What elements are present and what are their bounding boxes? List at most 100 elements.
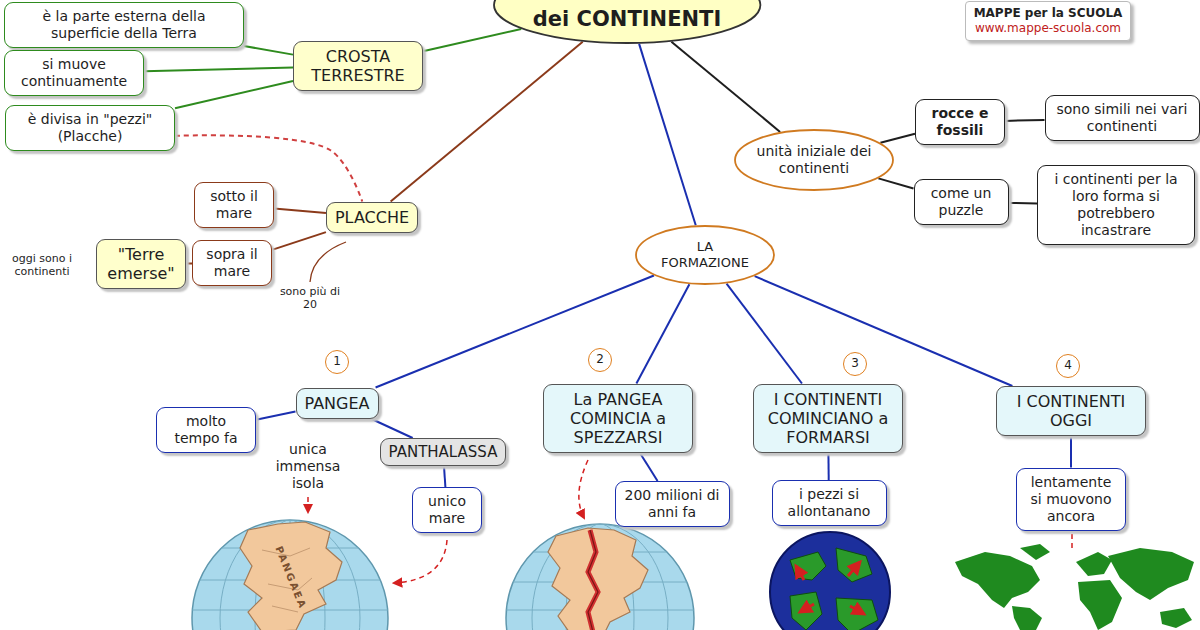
connector: [376, 276, 654, 388]
pangea-land: [240, 522, 342, 630]
concept-box: lentamente si muovono ancora: [1016, 468, 1126, 531]
ellipse-shape: [735, 130, 893, 190]
pointer-arrow: [307, 497, 309, 512]
land: [790, 592, 822, 630]
connector: [636, 284, 689, 383]
node-text: PANGEA: [305, 394, 370, 413]
rift-line: [588, 530, 598, 630]
rift-core: [588, 530, 598, 630]
concept-box: La PANGEA COMINCIA a SPEZZARSI: [543, 384, 693, 453]
node-text: i pezzi si allontanano: [781, 486, 878, 520]
node-text: sotto il mare: [203, 188, 265, 222]
concept-box: i pezzi si allontanano: [772, 480, 887, 526]
concept-box: "Terre emerse": [96, 239, 186, 289]
globe-continents: [770, 532, 890, 630]
concept-box: rocce e fossili: [915, 99, 1005, 145]
callout-number: 2: [588, 348, 612, 372]
concept-ellipse: LA FORMAZIONE: [635, 225, 775, 285]
ellipse-shape: [636, 226, 774, 284]
globe-grid: [490, 524, 710, 630]
node-text: I CONTINENTI COMINCIANO a FORMARSI: [762, 390, 894, 447]
connector: [639, 44, 696, 225]
node-text: si muove continuamente: [13, 56, 135, 90]
connector: [1009, 202, 1038, 205]
connector: [423, 29, 521, 51]
concept-box: è la parte esterna della superficie dell…: [4, 2, 244, 48]
concept-box: sotto il mare: [194, 182, 274, 228]
concept-box: sono simili nei vari continenti: [1045, 95, 1200, 141]
land: [1108, 548, 1194, 600]
node-text: LA FORMAZIONE: [653, 239, 757, 271]
motion-arrows: [796, 562, 864, 614]
concept-box: PLACCHE: [326, 202, 418, 233]
land: [1012, 606, 1042, 630]
globe-ocean: [506, 524, 694, 630]
concept-box: 200 milioni di anni fa: [615, 481, 730, 527]
connector: [640, 453, 658, 482]
pangea-land: [548, 528, 648, 630]
node-text: rocce e fossili: [924, 105, 996, 139]
connector: [274, 208, 326, 213]
concept-box: è divisa in "pezzi" (Placche): [5, 105, 175, 151]
land: [1020, 544, 1050, 560]
connector: [880, 134, 915, 143]
connector: [244, 46, 293, 55]
globe-grid: [180, 515, 400, 630]
node-text: PANTHALASSA: [389, 443, 498, 461]
connector: [256, 412, 296, 420]
node-text: molto tempo fa: [165, 413, 247, 447]
callout-number: 1: [325, 350, 349, 374]
concept-box: I CONTINENTI OGGI: [996, 386, 1146, 436]
pointer-line: [1071, 534, 1073, 548]
concept-box: i continenti per la loro forma si potreb…: [1037, 165, 1195, 245]
world-map: [955, 544, 1194, 630]
land: [1076, 552, 1112, 576]
globe-breaking: [490, 524, 710, 630]
concept-box: unico mare: [412, 487, 482, 533]
node-text: 200 milioni di anni fa: [624, 487, 721, 521]
node-text: lentamente si muovono ancora: [1025, 474, 1117, 525]
node-text: sopra il mare: [201, 246, 263, 280]
concept-box: PANGEA: [296, 388, 379, 419]
pointer-arrow: [579, 460, 588, 518]
connector: [444, 466, 445, 487]
node-text: CROSTA TERRESTRE: [302, 47, 414, 85]
land: [1160, 608, 1192, 628]
connector: [878, 178, 913, 188]
concept-box: PANTHALASSA: [380, 438, 507, 466]
concept-box: si muove continuamente: [4, 50, 144, 96]
node-text: unico mare: [421, 493, 473, 527]
pointer-arrows: [308, 460, 1072, 583]
node-text: I CONTINENTI OGGI: [1005, 392, 1137, 430]
connector: [175, 81, 293, 108]
node-text: dei CONTINENTI: [533, 6, 721, 32]
connector: [272, 232, 326, 250]
globe-ocean: [192, 520, 388, 630]
note-text: PANGAEA: [272, 545, 308, 612]
node-text: è divisa in "pezzi" (Placche): [14, 111, 166, 145]
note-text: sono più di 20: [275, 285, 345, 311]
node-text: i continenti per la loro forma si potreb…: [1046, 171, 1186, 239]
node-text: come un puzzle: [923, 185, 1000, 219]
leader-line: [310, 242, 346, 282]
note-text: oggi sono i continenti: [2, 252, 82, 278]
node-text: PLACCHE: [335, 208, 409, 227]
connector: [371, 419, 413, 439]
connector: [827, 453, 829, 481]
node-text: www.mappe-scuola.com: [974, 21, 1123, 36]
concept-ellipse: unità iniziale dei continenti: [734, 129, 894, 191]
connector: [1005, 119, 1045, 122]
connector: [144, 68, 293, 72]
callout-number: 3: [843, 352, 867, 376]
node-text: MAPPE per la SCUOLA: [974, 6, 1123, 21]
connector: [727, 284, 802, 384]
ellipse-shape: [494, 0, 760, 43]
land: [836, 548, 872, 582]
node-text: sono simili nei vari continenti: [1054, 101, 1191, 135]
connector: [1070, 436, 1072, 468]
land: [955, 552, 1040, 608]
concept-box: come un puzzle: [914, 179, 1009, 225]
